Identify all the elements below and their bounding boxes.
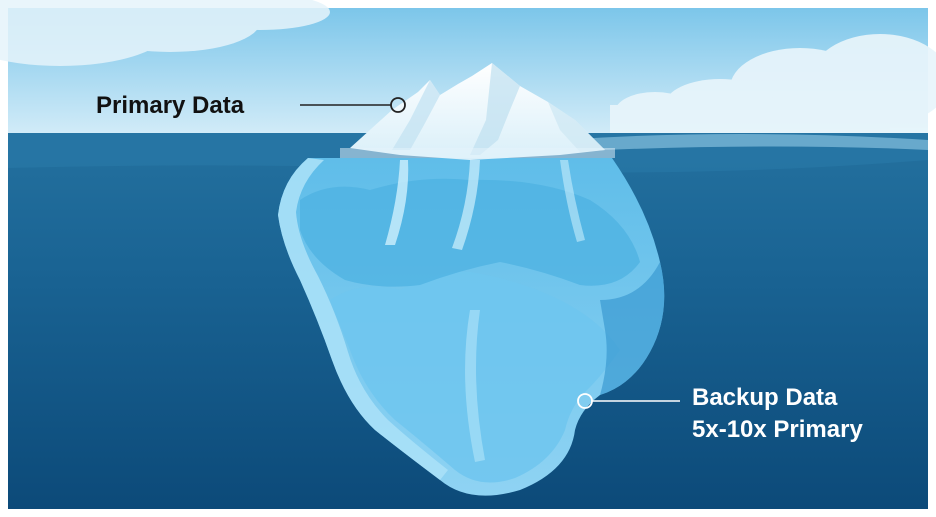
backup-data-label: Backup Data [692, 384, 838, 411]
cloud-top-left [0, 0, 330, 66]
primary-data-callout: Primary Data [96, 92, 406, 119]
horizon-light [560, 134, 928, 152]
primary-data-label: Primary Data [96, 92, 245, 119]
iceberg-tip [340, 63, 615, 160]
iceberg-underwater [278, 158, 665, 496]
primary-marker [390, 97, 406, 113]
backup-data-callout: Backup Data 5x-10x Primary [577, 384, 863, 443]
backup-ratio-label: 5x-10x Primary [692, 416, 863, 443]
